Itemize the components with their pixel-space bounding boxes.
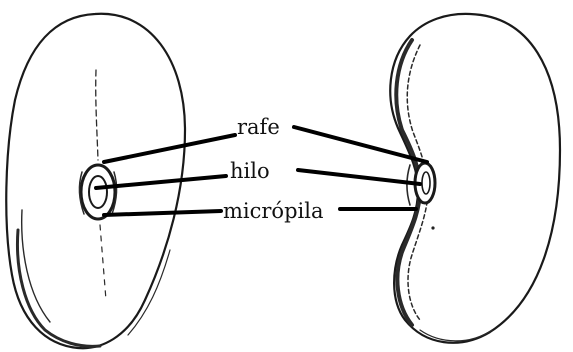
right-seed: [390, 14, 560, 343]
right-seed-speck: [431, 226, 434, 229]
label-hilo: hilo: [230, 159, 270, 183]
right-seed-hilum-inner: [422, 172, 430, 194]
label-rafe: rafe: [237, 115, 280, 139]
right-seed-hilum-texture: [407, 165, 410, 205]
label-micropila: micrópila: [223, 199, 323, 223]
left-seed-hilum-inner: [89, 176, 107, 208]
hilo-leader-right: [298, 170, 420, 184]
